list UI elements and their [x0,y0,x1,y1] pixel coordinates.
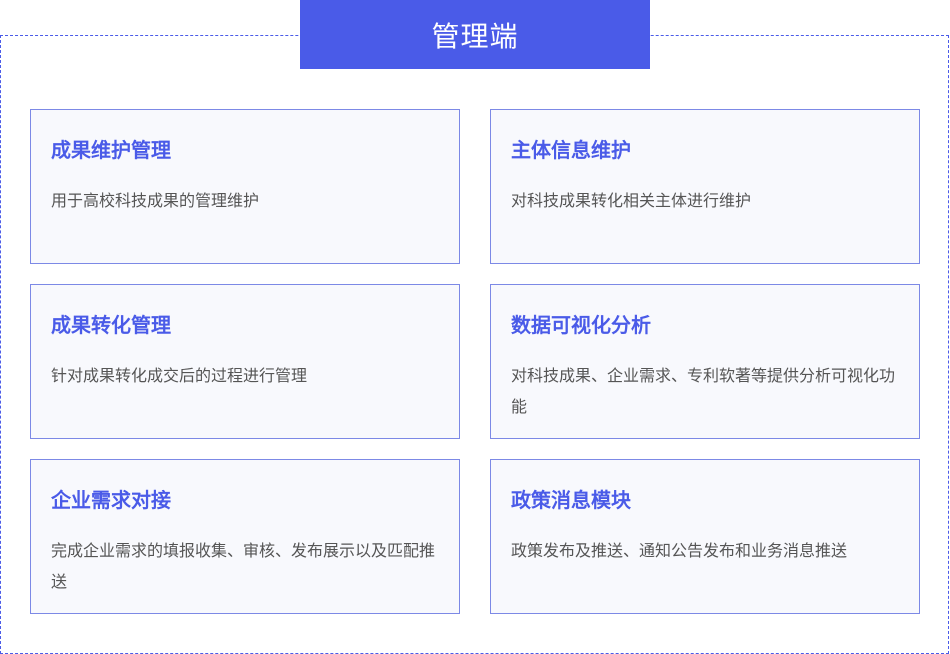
module-card-policy-messages: 政策消息模块 政策发布及推送、通知公告发布和业务消息推送 [490,459,920,614]
section-title: 管理端 [431,19,519,53]
module-card-achievement-maintenance: 成果维护管理 用于高校科技成果的管理维护 [30,109,460,264]
module-title: 成果转化管理 [51,313,171,337]
module-title: 成果维护管理 [51,138,171,162]
module-card-enterprise-demand: 企业需求对接 完成企业需求的填报收集、审核、发布展示以及匹配推送 [30,459,460,614]
module-title: 数据可视化分析 [511,313,651,337]
module-description: 政策发布及推送、通知公告发布和业务消息推送 [511,541,848,560]
module-description: 针对成果转化成交后的过程进行管理 [51,366,308,385]
module-description: 对科技成果、企业需求、专利软著等提供分析可视化功能 [511,366,896,416]
module-description: 完成企业需求的填报收集、审核、发布展示以及匹配推送 [51,541,436,591]
module-card-achievement-transfer: 成果转化管理 针对成果转化成交后的过程进行管理 [30,284,460,439]
module-card-data-visualization: 数据可视化分析 对科技成果、企业需求、专利软著等提供分析可视化功能 [490,284,920,439]
module-card-entity-info-maintenance: 主体信息维护 对科技成果转化相关主体进行维护 [490,109,920,264]
module-title: 企业需求对接 [51,488,171,512]
module-title: 主体信息维护 [511,138,631,162]
module-title: 政策消息模块 [511,488,631,512]
module-description: 用于高校科技成果的管理维护 [51,191,260,210]
section-title-banner: 管理端 [300,0,650,69]
module-description: 对科技成果转化相关主体进行维护 [511,191,752,210]
